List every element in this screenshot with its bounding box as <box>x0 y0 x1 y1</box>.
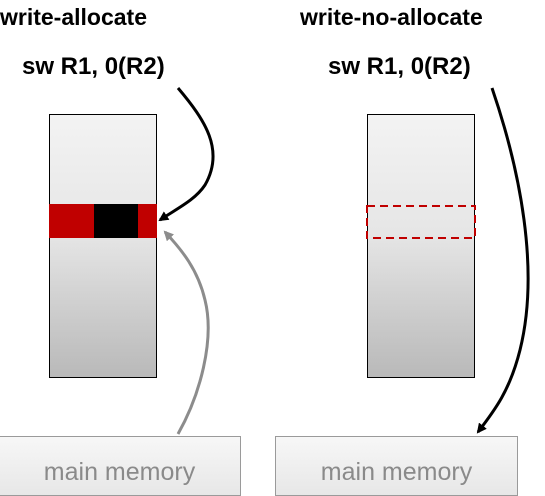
write-arrow-right <box>476 87 530 434</box>
write-no-allocate-title: write-no-allocate <box>300 4 483 30</box>
unallocated-cache-line <box>366 205 476 239</box>
left-cache-block <box>49 114 157 378</box>
right-main-memory-label: main memory <box>320 458 473 486</box>
write-arrow-left <box>158 87 215 222</box>
write-allocate-title: write-allocate <box>0 4 147 30</box>
right-cache-block <box>367 114 475 378</box>
right-store-instruction: sw R1, 0(R2) <box>328 53 471 80</box>
fill-arrow-left <box>163 230 210 435</box>
left-main-memory-label: main memory <box>43 458 196 486</box>
left-store-instruction: sw R1, 0(R2) <box>22 53 165 80</box>
written-word <box>94 204 138 238</box>
